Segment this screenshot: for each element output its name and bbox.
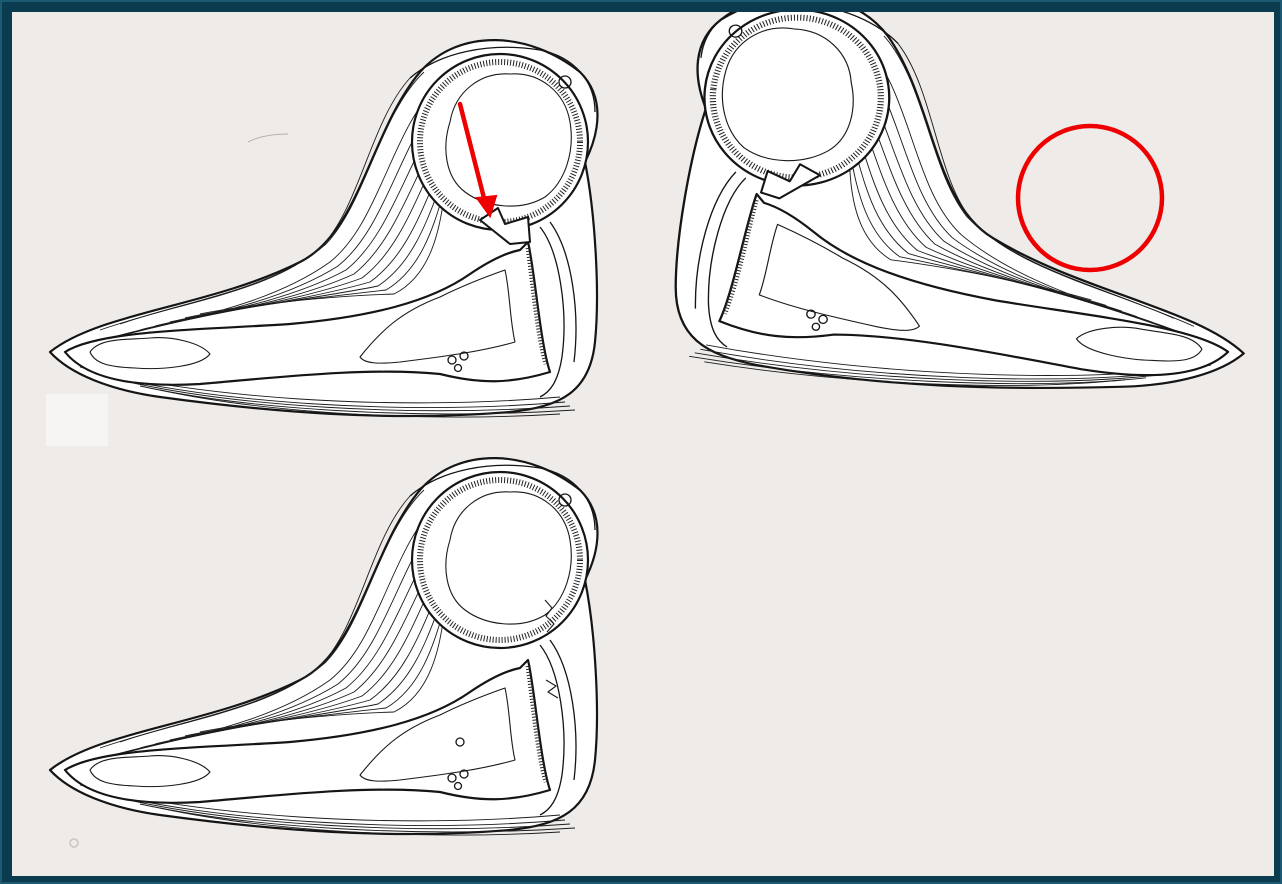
anatomy-illustration [12, 12, 1274, 876]
red-circle-annotation [1018, 126, 1162, 270]
panel-top-left [50, 40, 598, 417]
panel-bottom-left [50, 458, 598, 835]
paper-scratch [248, 134, 288, 142]
illustration-sheet [12, 12, 1274, 876]
panel-top-right [665, 12, 1274, 418]
paper-mark [70, 839, 78, 847]
paper-patch [46, 394, 108, 446]
